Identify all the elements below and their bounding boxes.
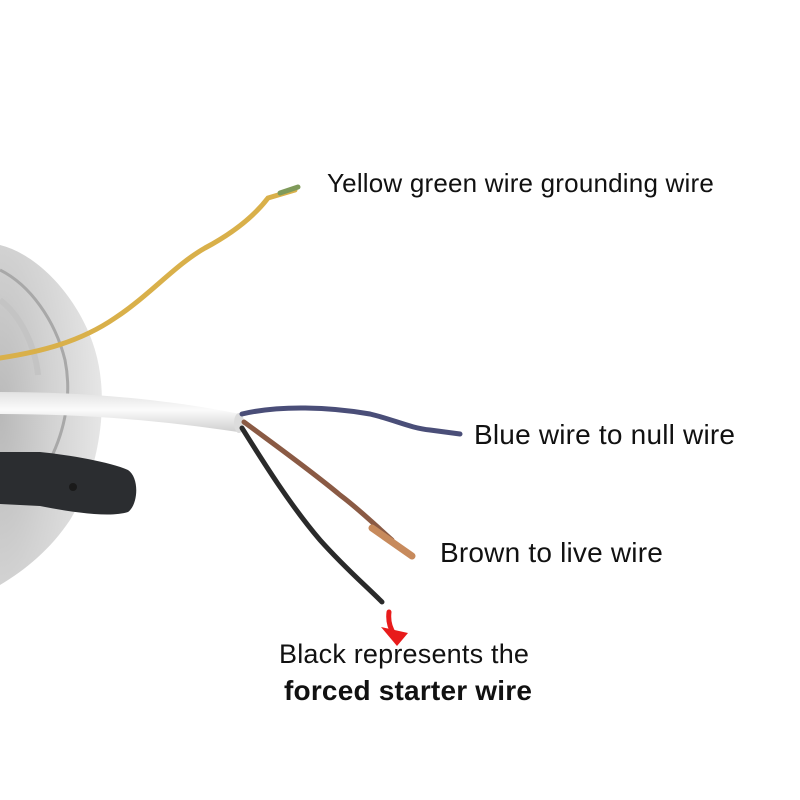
yellow-green-wire-tip (277, 184, 301, 196)
brown-wire-copper-tip (368, 524, 416, 560)
yellow-green-wire (0, 187, 298, 361)
brown-wire (241, 419, 395, 543)
label-starter-wire-line2: forced starter wire (284, 675, 533, 706)
clip-rivet (69, 483, 77, 491)
spring-clip (0, 452, 137, 515)
label-grounding-wire: Yellow green wire grounding wire (327, 168, 714, 198)
blue-wire (239, 405, 463, 437)
black-wire (239, 425, 385, 605)
label-starter-wire-line1: Black represents the (279, 639, 530, 669)
label-live-wire: Brown to live wire (440, 537, 664, 568)
red-arrow-icon (381, 609, 408, 646)
label-neutral-wire: Blue wire to null wire (474, 419, 736, 450)
